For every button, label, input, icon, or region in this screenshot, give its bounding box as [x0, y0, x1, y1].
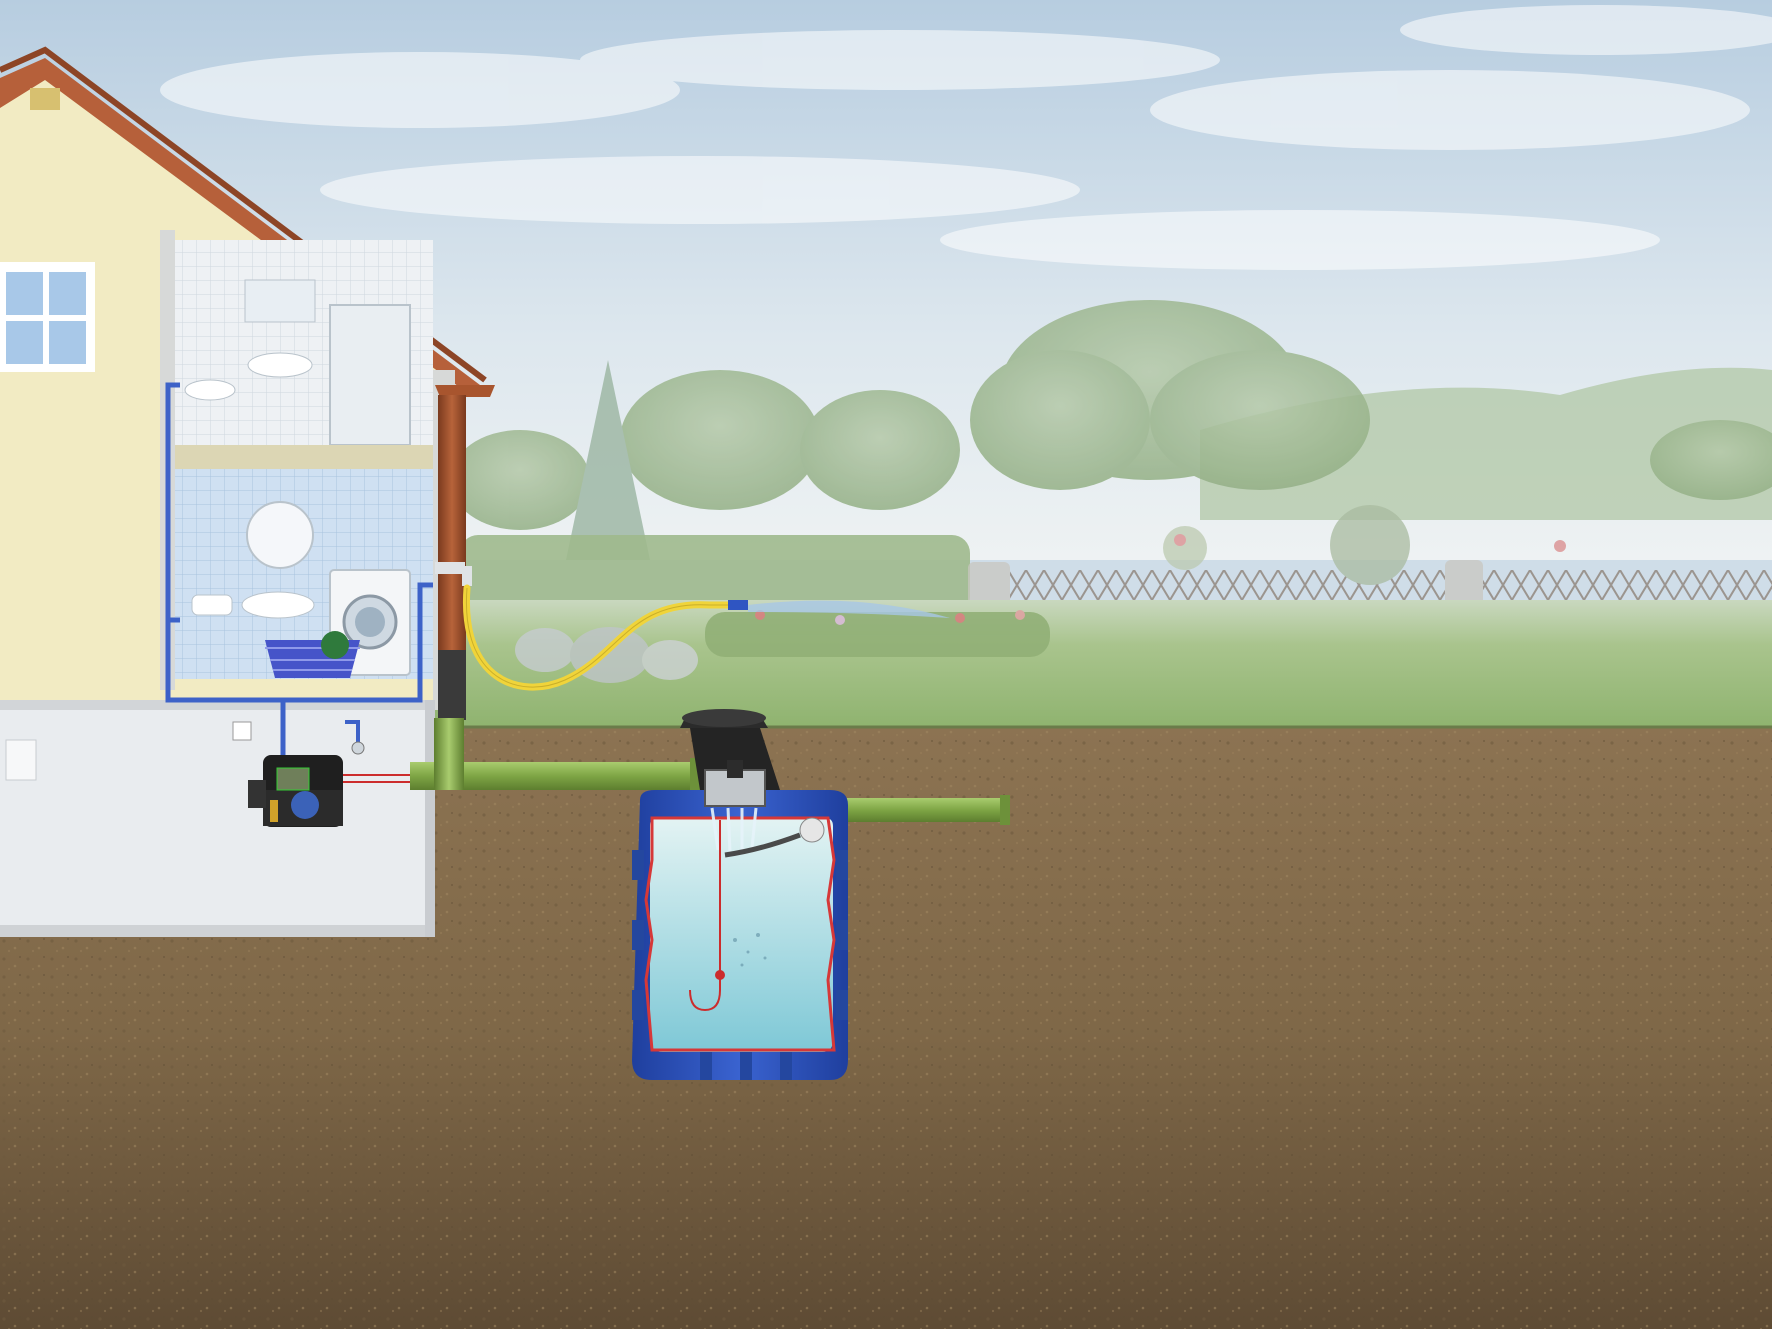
flower-bed [705, 610, 1050, 657]
downpipe [435, 385, 495, 720]
background-trees [450, 300, 1772, 560]
green-inlet-pipe [410, 718, 708, 794]
suction-hose [689, 820, 721, 1012]
rainwater-tank [632, 709, 848, 1080]
supply-water-line [165, 382, 433, 755]
hedge [460, 535, 970, 615]
tank-water [650, 818, 833, 1052]
basement [0, 700, 435, 935]
garden-fence [968, 505, 1772, 614]
float-switch [799, 817, 825, 843]
window [0, 262, 95, 372]
green-overflow-pipe [830, 795, 1010, 825]
laundry-basket [265, 631, 360, 678]
water-spray [748, 600, 950, 618]
pump-unit[interactable] [248, 755, 343, 827]
garden-tap[interactable] [435, 562, 472, 586]
clouds [160, 5, 1772, 270]
